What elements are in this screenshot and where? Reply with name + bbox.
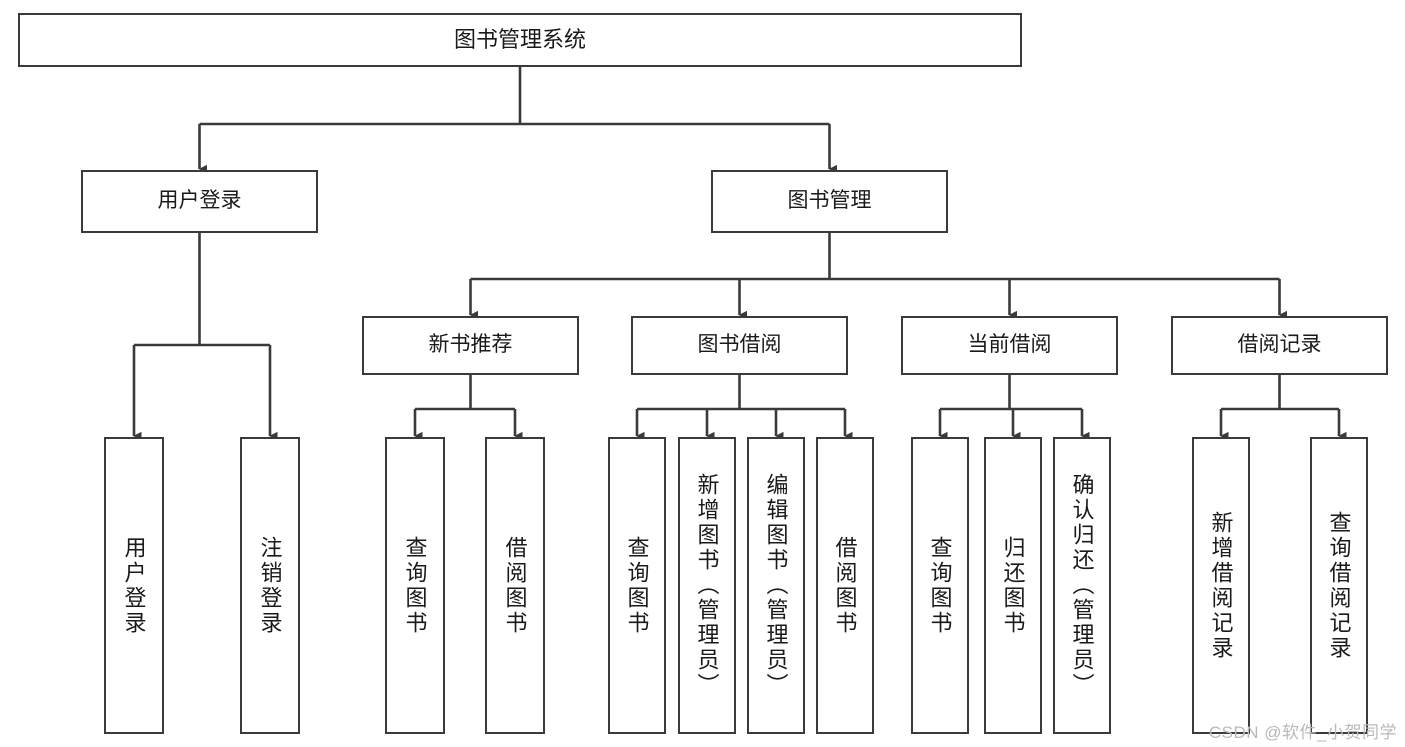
node-leaf-borrow-add[interactable]: 新增图书（管理员） [678,437,736,734]
node-leaf-borrow-query[interactable]: 查询图书 [608,437,666,734]
node-label-leaf-borrow-add: 新增图书（管理员） [694,473,720,698]
node-leaf-cur-confirm[interactable]: 确认归还（管理员） [1053,437,1111,734]
watermark-label: CSDN @软件_小贺同学 [1208,723,1397,742]
node-leaf-rec-search[interactable]: 查询借阅记录 [1310,437,1368,734]
node-label-borrow-record: 借阅记录 [1237,333,1322,357]
node-label-leaf-user-login: 用户登录 [121,535,147,636]
node-label-book-borrow: 图书借阅 [697,333,782,357]
node-label-leaf-borrow-query: 查询图书 [624,535,650,636]
node-leaf-logout[interactable]: 注销登录 [240,437,300,734]
node-label-leaf-rec-query: 查询图书 [402,535,428,636]
node-label-root: 图书管理系统 [453,27,586,53]
node-borrow-record[interactable]: 借阅记录 [1171,316,1388,375]
node-label-current-borrow: 当前借阅 [967,333,1052,357]
node-root[interactable]: 图书管理系统 [18,13,1022,67]
node-label-leaf-rec-borrow: 借阅图书 [502,535,528,636]
node-new-book-rec[interactable]: 新书推荐 [362,316,579,375]
node-label-leaf-borrow-edit: 编辑图书（管理员） [763,473,789,698]
node-book-borrow[interactable]: 图书借阅 [631,316,848,375]
node-label-leaf-cur-confirm: 确认归还（管理员） [1069,473,1095,698]
node-label-leaf-rec-add: 新增借阅记录 [1208,510,1234,661]
node-label-leaf-cur-return: 归还图书 [1000,535,1026,636]
node-leaf-cur-query[interactable]: 查询图书 [911,437,969,734]
node-current-borrow[interactable]: 当前借阅 [901,316,1118,375]
node-leaf-cur-return[interactable]: 归还图书 [984,437,1042,734]
node-label-leaf-rec-search: 查询借阅记录 [1326,510,1352,661]
node-leaf-borrow-lend[interactable]: 借阅图书 [816,437,874,734]
node-leaf-rec-query[interactable]: 查询图书 [385,437,445,734]
node-label-book-manage: 图书管理 [787,189,872,213]
node-label-leaf-cur-query: 查询图书 [927,535,953,636]
node-leaf-rec-add[interactable]: 新增借阅记录 [1192,437,1250,734]
node-book-manage[interactable]: 图书管理 [711,170,948,233]
node-label-leaf-borrow-lend: 借阅图书 [832,535,858,636]
node-leaf-rec-borrow[interactable]: 借阅图书 [485,437,545,734]
node-label-leaf-logout: 注销登录 [257,535,283,636]
node-label-user-login: 用户登录 [157,189,242,213]
edge-group [132,67,1347,441]
node-label-new-book-rec: 新书推荐 [428,333,513,357]
node-user-login[interactable]: 用户登录 [81,170,318,233]
node-leaf-user-login[interactable]: 用户登录 [104,437,164,734]
node-leaf-borrow-edit[interactable]: 编辑图书（管理员） [747,437,805,734]
